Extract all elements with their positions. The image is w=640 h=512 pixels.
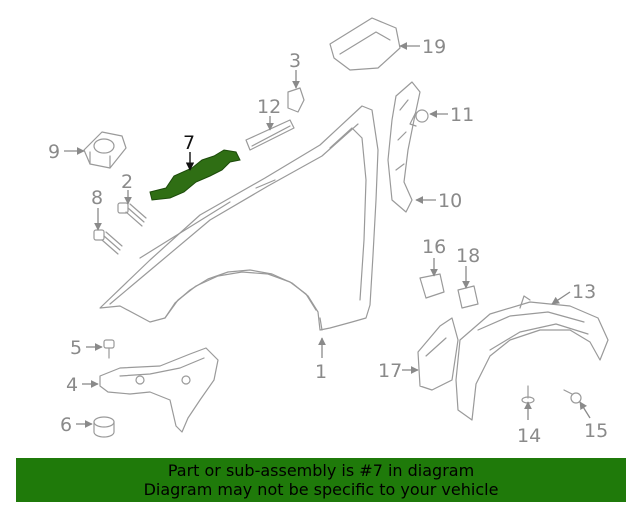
- fender-part[interactable]: [99, 105, 379, 331]
- callout-17: 17: [378, 360, 402, 382]
- bolt-part-5[interactable]: [103, 339, 115, 359]
- callout-13: 13: [572, 281, 596, 303]
- callout-14: 14: [517, 425, 541, 447]
- seal-strip-part-12[interactable]: [245, 119, 295, 151]
- parts-diagram: 1 2 3 4 5 6 7 8 9 10 11 12 13 14 15 16 1…: [48, 17, 609, 447]
- screw-part-15[interactable]: [563, 389, 582, 404]
- cover-part-19[interactable]: [329, 17, 401, 71]
- callout-12: 12: [257, 96, 281, 118]
- callout-2: 2: [121, 171, 133, 193]
- callout-10: 10: [438, 190, 462, 212]
- wheel-liner-part-13[interactable]: [455, 295, 609, 421]
- grommet-part-6[interactable]: [93, 416, 115, 438]
- clip-part-3[interactable]: [287, 87, 305, 113]
- highlighted-reinforcement-part-7[interactable]: [149, 149, 241, 201]
- leader-lines: [64, 42, 591, 428]
- clip-part-11[interactable]: [409, 109, 429, 127]
- callout-19: 19: [422, 36, 446, 58]
- bracket-part-4[interactable]: [99, 347, 219, 433]
- bolt-part-8[interactable]: [93, 229, 123, 255]
- clip-part-16[interactable]: [419, 273, 445, 299]
- clip-part-18[interactable]: [457, 285, 479, 309]
- bracket-part-10[interactable]: [387, 81, 421, 213]
- callout-7: 7: [183, 132, 195, 154]
- callout-9: 9: [48, 141, 60, 163]
- screw-part-14[interactable]: [521, 385, 535, 404]
- callout-5: 5: [70, 337, 82, 359]
- callout-1: 1: [315, 361, 327, 383]
- info-banner: Part or sub-assembly is #7 in diagram Di…: [16, 458, 626, 502]
- callout-3: 3: [289, 50, 301, 72]
- callout-8: 8: [91, 187, 103, 209]
- callout-11: 11: [450, 104, 474, 126]
- callout-16: 16: [422, 236, 446, 258]
- banner-line-part-number: Part or sub-assembly is #7 in diagram: [167, 461, 475, 480]
- panel-part-17[interactable]: [417, 317, 459, 391]
- callout-4: 4: [66, 374, 78, 396]
- callout-18: 18: [456, 245, 480, 267]
- callout-15: 15: [584, 420, 608, 442]
- bolt-part-2[interactable]: [117, 202, 147, 227]
- mount-block-part-9[interactable]: [83, 131, 127, 169]
- callout-6: 6: [60, 414, 72, 436]
- banner-line-disclaimer: Diagram may not be specific to your vehi…: [143, 480, 499, 499]
